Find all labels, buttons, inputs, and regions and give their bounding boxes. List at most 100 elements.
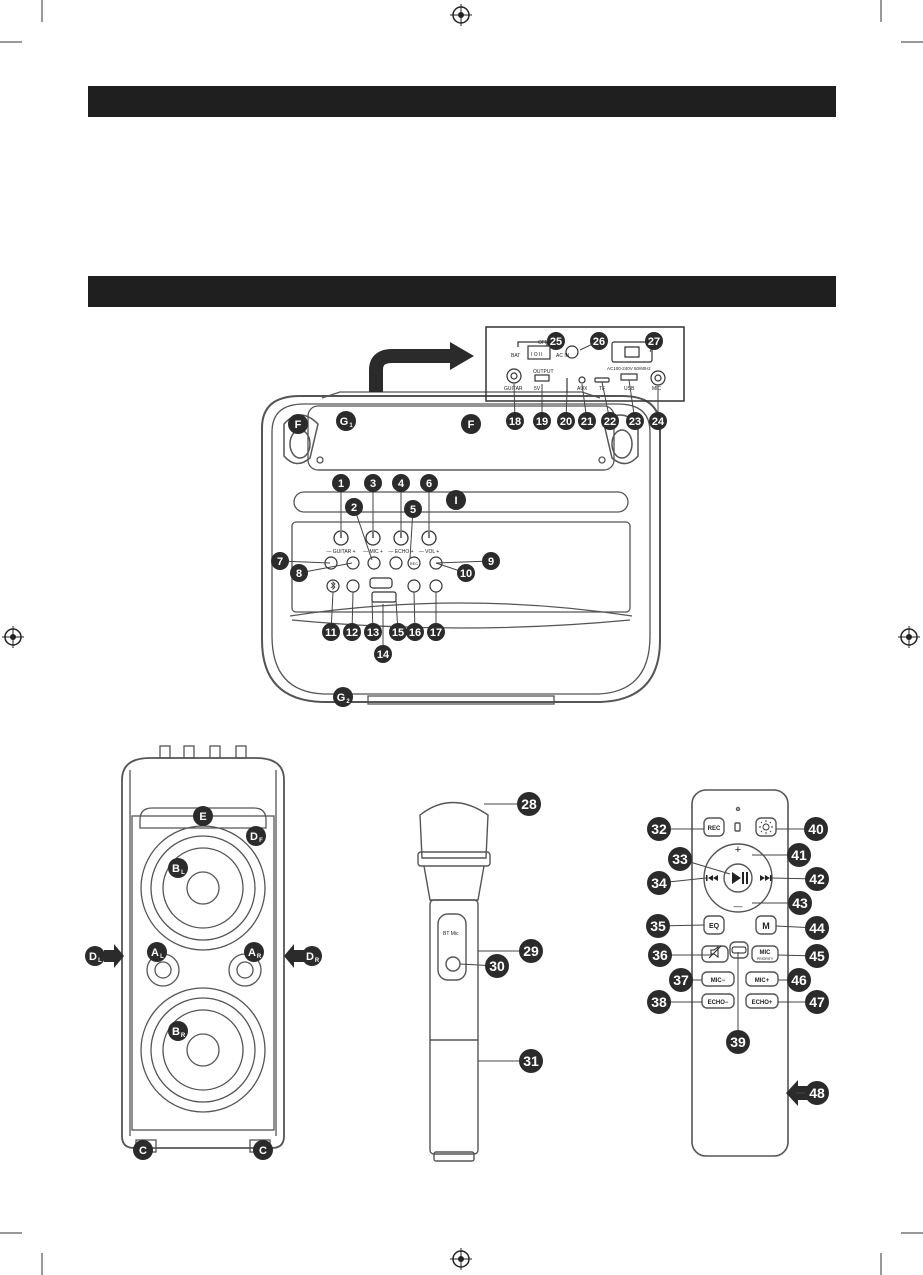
letter-circle-C (133, 1140, 153, 1160)
callout-circle-12 (343, 623, 361, 641)
callout-40: 40 (804, 817, 828, 841)
letter-sub-L: L (181, 870, 185, 876)
knob-label-vol: — VOL + (419, 549, 440, 555)
callout-number-34: 34 (651, 875, 667, 891)
letter-main-G: G (337, 692, 346, 704)
callout-26: 26 (590, 332, 608, 350)
callout-number-42: 42 (809, 871, 825, 887)
callout-3: 3 (364, 474, 382, 492)
letter-callout-C-13: C (133, 1140, 153, 1160)
callout-circle-18 (506, 412, 524, 430)
letter-callout-C-14: C (253, 1140, 273, 1160)
letter-main-A: A (151, 947, 159, 959)
callout-47: 47 (805, 990, 829, 1014)
callout-number-2: 2 (351, 502, 357, 514)
letter-circle-G1 (336, 411, 356, 431)
letter-sub-F: F (259, 838, 263, 844)
switch-bat-label: BAT (511, 353, 520, 359)
letter-circle-G2 (333, 687, 353, 707)
switch-face-label: I O II (531, 352, 542, 358)
callout-number-15: 15 (392, 627, 404, 639)
letter-main-C: C (139, 1145, 147, 1157)
callout-circle-4 (392, 474, 410, 492)
callout-43: 43 (788, 891, 812, 915)
letter-main-I: I (454, 495, 457, 507)
letter-main-D: D (250, 831, 258, 843)
callout-circle-42 (805, 867, 829, 891)
callout-2: 2 (345, 498, 363, 516)
callout-circle-40 (804, 817, 828, 841)
registration-mark-right (898, 626, 920, 648)
callout-33: 33 (668, 847, 692, 871)
callout-7: 7 (271, 552, 289, 570)
rear-panel-inset (485, 326, 685, 402)
callout-44: 44 (805, 916, 829, 940)
top-buttons-row2 (326, 577, 443, 603)
remote-mic-priority-label: MIC (760, 950, 772, 956)
remote-echo-minus-label: ECHO− (708, 1000, 729, 1006)
letter-main-A: A (248, 947, 256, 959)
callout-41: 41 (787, 843, 811, 867)
callout-31: 31 (519, 1049, 543, 1073)
callout-circle-44 (805, 916, 829, 940)
callout-15: 15 (389, 623, 407, 641)
remote-priority-sublabel: PRIORITY (757, 957, 774, 961)
remote-minus-label: — (734, 901, 743, 911)
arrow-right-dr (284, 944, 304, 968)
callout-circle-1 (332, 474, 350, 492)
callout-number-7: 7 (277, 556, 283, 568)
callout-number-21: 21 (581, 416, 593, 428)
callout-circle-26 (590, 332, 608, 350)
speaker-top-view (261, 391, 661, 705)
letter-circle-F (461, 414, 481, 434)
rec-button-label: REC (410, 561, 419, 566)
output-voltage-label: 5V (534, 386, 541, 392)
callout-38: 38 (647, 990, 671, 1014)
callout-13: 13 (364, 623, 382, 641)
callout-number-24: 24 (652, 416, 665, 428)
callout-number-45: 45 (809, 948, 825, 964)
callout-25: 25 (547, 332, 565, 350)
letter-main-G: G (340, 416, 349, 428)
callout-circle-36 (648, 943, 672, 967)
callout-number-5: 5 (410, 504, 416, 516)
callout-number-40: 40 (808, 821, 824, 837)
callout-number-35: 35 (650, 918, 666, 934)
letter-main-F: F (295, 419, 302, 431)
callout-number-37: 37 (673, 972, 689, 988)
letter-sub-R: R (257, 954, 262, 960)
callout-number-41: 41 (791, 847, 807, 863)
letter-sub-L: L (98, 958, 102, 964)
letter-main-B: B (172, 1026, 180, 1038)
callout-circle-22 (601, 412, 619, 430)
callout-4: 4 (392, 474, 410, 492)
letter-main-B: B (172, 863, 180, 875)
callout-circle-46 (787, 968, 811, 992)
letter-main-C: C (259, 1145, 267, 1157)
callout-circle-13 (364, 623, 382, 641)
callout-circle-10 (457, 564, 475, 582)
callout-number-20: 20 (560, 416, 572, 428)
mic-port-label: MIC (652, 386, 662, 392)
letter-main-D: D (306, 951, 314, 963)
callout-circle-19 (533, 412, 551, 430)
callout-14: 14 (374, 645, 392, 663)
callout-circle-20 (557, 412, 575, 430)
letter-circle-AL (147, 942, 167, 962)
callout-circle-43 (788, 891, 812, 915)
callout-circle-27 (645, 332, 663, 350)
callout-number-38: 38 (651, 994, 667, 1010)
letter-circle-AR (244, 942, 264, 962)
knob-label-guitar: — GUITAR + (326, 549, 355, 555)
top-knobs (333, 530, 437, 546)
mute-icon (708, 945, 722, 959)
callout-number-4: 4 (398, 478, 405, 490)
callout-number-3: 3 (370, 478, 376, 490)
callout-number-29: 29 (523, 943, 539, 959)
callout-12: 12 (343, 623, 361, 641)
